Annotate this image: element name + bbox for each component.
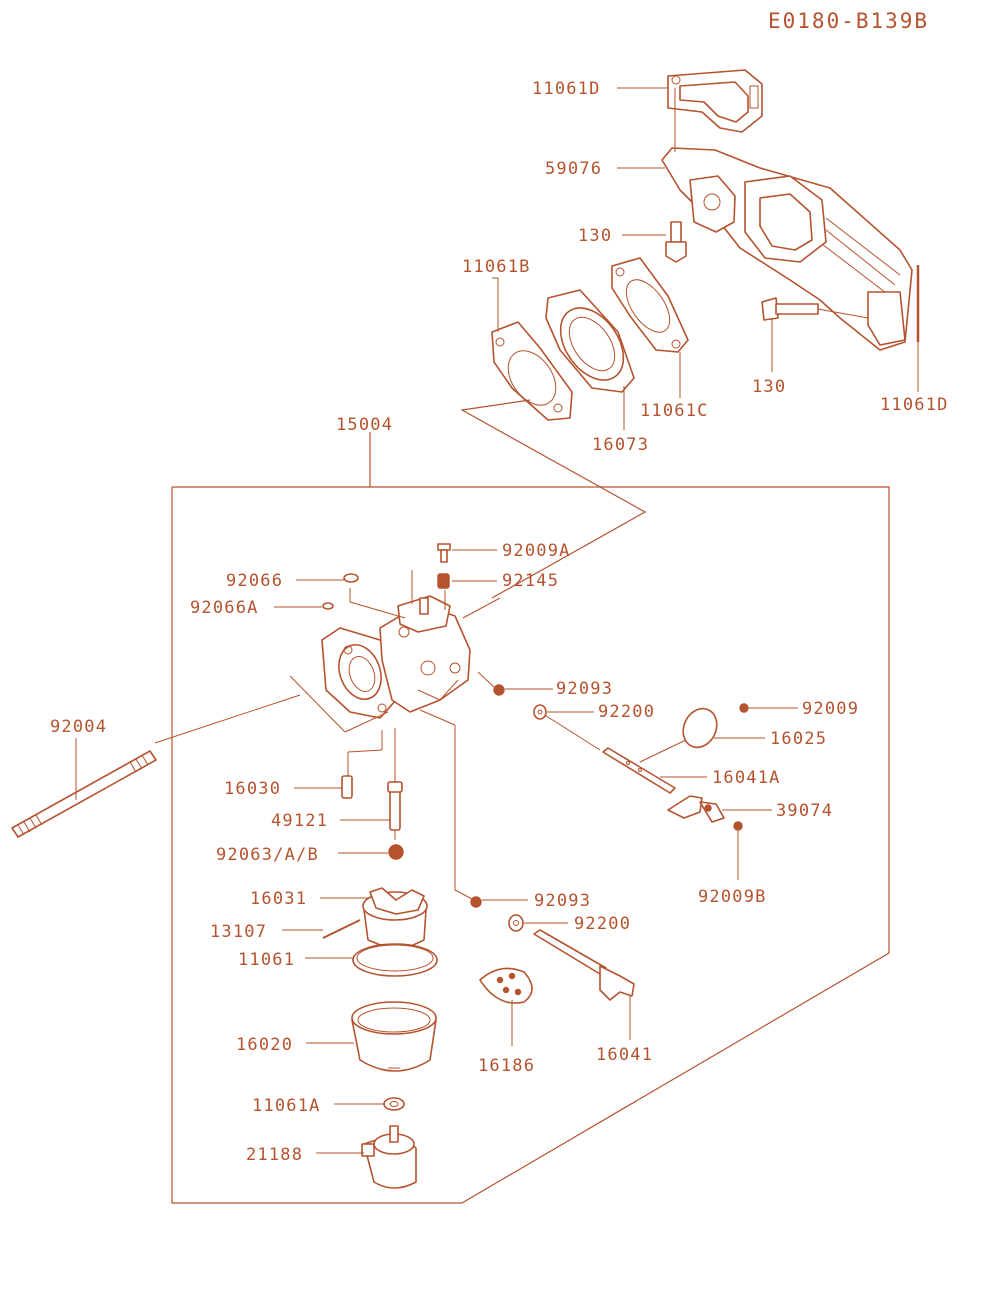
label-49121: 49121 [271,811,328,831]
label-92093-top: 92093 [556,679,613,699]
label-39074: 39074 [776,801,833,821]
label-16073: 16073 [592,435,649,455]
ring-92093-bottom [470,896,482,908]
gasket-11061A [383,1097,405,1111]
label-11061C: 11061C [640,401,709,421]
gasket-11061D-top [667,69,763,133]
washer-92200-bottom [508,914,524,932]
label-59076: 59076 [545,159,602,179]
screw-92009B [733,821,743,831]
label-92009A: 92009A [502,541,571,561]
throttle-plate-16025 [682,707,718,749]
label-11061D-right: 11061D [880,395,949,415]
bolt-130-right [761,297,869,321]
label-11061D-top: 11061D [532,79,601,99]
diagram-code: E0180-B139B [768,9,929,33]
screw-92009 [739,703,749,713]
label-130-top: 130 [578,226,612,246]
float-16031 [362,887,428,953]
label-16186: 16186 [478,1056,535,1076]
label-92200-top: 92200 [598,702,655,722]
label-16041: 16041 [596,1045,653,1065]
label-92066: 92066 [226,571,283,591]
label-92066A: 92066A [190,598,259,618]
label-92009: 92009 [802,699,859,719]
carburetor-body [321,595,471,719]
needle-jet-49121 [387,781,403,831]
label-16041A: 16041A [712,768,781,788]
solenoid-21188 [361,1125,417,1189]
label-16025: 16025 [770,729,827,749]
label-16031: 16031 [250,889,307,909]
main-jet-92063 [388,844,404,860]
label-92145: 92145 [502,571,559,591]
lever-39074 [667,795,725,823]
choke-plate-16186 [479,967,533,1004]
label-130-right: 130 [752,377,786,397]
bowl-gasket-11061 [352,943,438,977]
gasket-11061B [491,321,573,421]
plug-92066A [322,602,334,610]
bolt-130-top [665,221,687,263]
label-92009B: 92009B [698,887,767,907]
throttle-shaft-16041A [602,747,676,794]
label-13107: 13107 [210,922,267,942]
washer-92200-top [533,704,547,720]
label-15004: 15004 [336,415,393,435]
label-11061: 11061 [238,950,295,970]
pilot-jet-16030 [341,775,353,799]
carburetor-assembly-boundary [171,399,890,1204]
label-11061B: 11061B [462,257,531,277]
stud-92004 [11,750,157,838]
label-92004: 92004 [50,717,107,737]
spring-92145 [437,573,450,589]
float-bowl-16020 [351,1001,437,1072]
label-92200-bottom: 92200 [574,914,631,934]
screw-92009A [437,543,451,563]
label-11061A: 11061A [252,1096,321,1116]
callout-leaders [75,87,919,1154]
ring-92093-top [493,684,505,696]
callout-labels: 11061D 59076 130 11061B 130 11061D 11061… [50,79,949,1165]
label-16030: 16030 [224,779,281,799]
spacer-16073 [545,289,635,393]
label-92063AB: 92063/A/B [216,845,319,865]
float-pin-13107 [322,919,361,939]
manifold-59076 [661,147,913,351]
gasket-11061C [611,257,689,353]
choke-shaft-16041 [533,929,635,1001]
label-16020: 16020 [236,1035,293,1055]
label-92093-bottom: 92093 [534,891,591,911]
label-21188: 21188 [246,1145,303,1165]
plug-92066 [343,573,359,583]
